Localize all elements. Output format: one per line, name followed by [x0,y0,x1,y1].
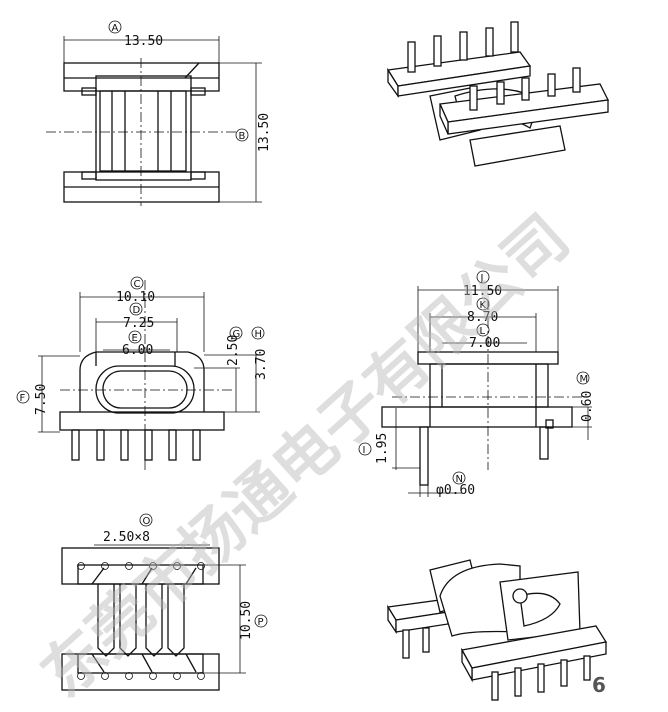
side-view: J 11.50 K 8.70 L 7.00 M 0.60 I 1.95 N φ0… [358,270,595,498]
svg-text:I: I [363,445,366,456]
svg-text:L: L [480,326,486,337]
page-number: 6 [592,673,606,697]
dimension-j: 11.50 [463,284,502,299]
svg-text:D: D [133,305,141,316]
svg-text:H: H [255,329,263,340]
dimension-f: 7.50 [34,384,49,415]
svg-text:J: J [480,273,484,284]
top-view: A 13.50 B 13.50 [46,20,272,206]
svg-text:E: E [132,333,138,344]
dimension-k: 8.70 [467,310,498,325]
dimension-p: 10.50 [239,601,254,640]
isometric-view-bottom [386,559,608,701]
bottom-view: O 2.50×8 P 10.50 [61,513,268,691]
dimension-i: 1.95 [375,433,390,464]
dimension-b: 13.50 [257,113,272,152]
svg-text:M: M [580,374,589,385]
dimension-g: 2.50 [226,335,241,366]
dimension-m: 0.60 [580,391,595,422]
svg-text:K: K [480,300,487,311]
dimension-n: φ0.60 [436,483,475,498]
dimension-h: 3.70 [254,349,269,380]
dimension-c: 10.10 [116,290,155,305]
dimension-d: 7.25 [123,316,154,331]
svg-text:B: B [239,131,246,142]
svg-text:P: P [258,617,264,628]
company-watermark: 东莞市扬通电子有限公司 [27,201,583,712]
dimension-l: 7.00 [469,336,500,351]
dimension-o: 2.50×8 [103,530,150,545]
svg-text:F: F [20,393,26,404]
dimension-a: 13.50 [124,34,163,49]
svg-text:G: G [233,329,241,340]
front-view: C 10.10 D 7.25 E 6.00 F 7.50 G 2.50 H 3.… [16,276,269,470]
svg-text:O: O [143,516,151,527]
svg-text:A: A [112,23,119,34]
svg-text:N: N [456,474,463,485]
svg-text:C: C [134,279,141,290]
dimension-e: 6.00 [122,343,153,358]
isometric-view-top [386,21,609,167]
